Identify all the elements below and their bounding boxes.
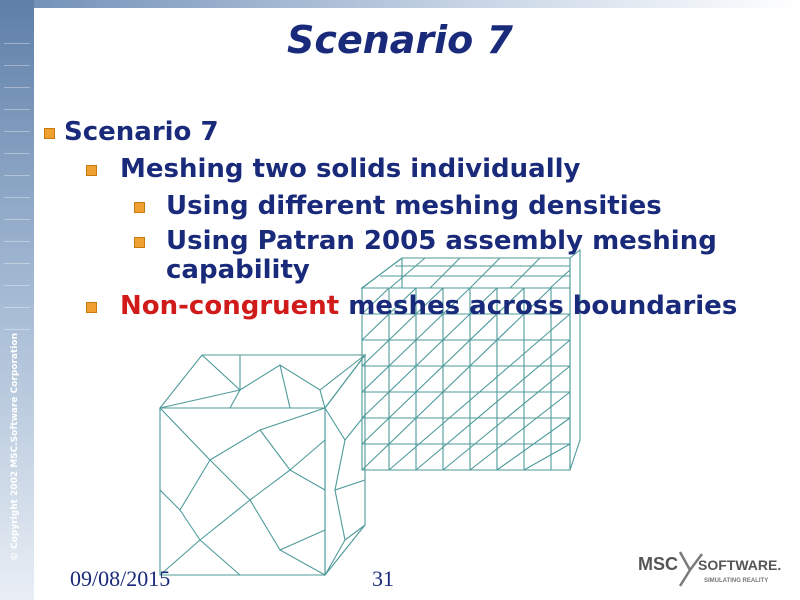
footer-date: 09/08/2015 <box>70 566 171 591</box>
bullet-marker-icon <box>134 237 145 249</box>
logo-brand: MSC <box>638 554 678 574</box>
bullet-list: Scenario 7 Meshing two solids individual… <box>44 117 784 329</box>
bullet-text: Meshing two solids individually <box>120 154 581 185</box>
msc-software-logo: MSC SOFTWARE. SIMULATING REALITY <box>638 551 781 587</box>
copyright-text: © Copyright 2002 MSC.Software Corporatio… <box>10 333 20 561</box>
page-number: 31 <box>372 566 394 591</box>
bullet-marker-icon <box>44 128 55 139</box>
bullet-marker-icon <box>134 202 145 214</box>
bullet-assembly-meshing: Using Patran 2005 assembly meshing capab… <box>44 227 784 285</box>
highlight-text: Non-congruent <box>120 290 340 321</box>
bullet-text: Scenario 7 <box>64 117 219 147</box>
right-cube-mesh <box>360 248 581 471</box>
bullet-text: Using Patran 2005 assembly meshing capab… <box>166 226 717 286</box>
bullet-marker-icon <box>86 301 97 313</box>
bullet-text: meshes across boundaries <box>339 290 738 321</box>
bullet-different-densities: Using different meshing densities <box>44 192 784 221</box>
logo-tagline: SIMULATING REALITY <box>704 578 768 584</box>
bullet-non-congruent: Non-congruent meshes across boundaries <box>44 290 784 321</box>
left-decor-strip <box>0 0 34 600</box>
bullet-marker-icon <box>86 165 97 177</box>
left-cube-mesh <box>158 353 367 577</box>
bullet-text: Using different meshing densities <box>166 191 662 222</box>
bullet-scenario: Scenario 7 <box>44 117 784 147</box>
top-decor-strip <box>0 0 800 8</box>
logo-brand2: SOFTWARE. <box>698 557 781 573</box>
bullet-meshing-solids: Meshing two solids individually <box>44 155 784 184</box>
mesh-illustration <box>158 248 581 577</box>
strip-texture <box>4 30 30 330</box>
slide-title: Scenario 7 <box>287 18 513 62</box>
